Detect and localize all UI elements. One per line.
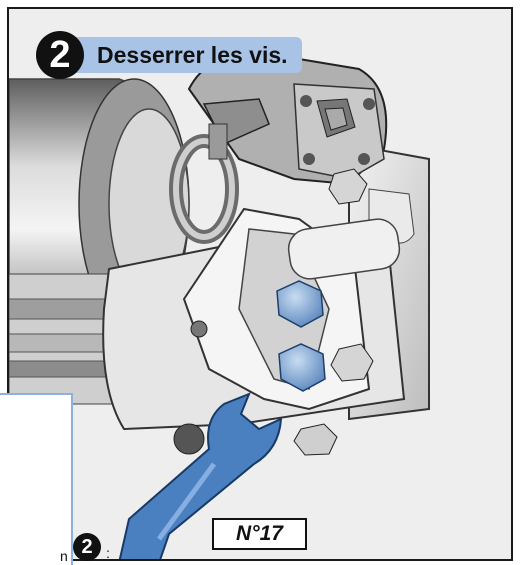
wrench-icon	[118, 392, 283, 559]
plate-nuts	[293, 168, 374, 456]
instruction-frame: Desserrer les vis. 2 N°17	[7, 7, 513, 561]
step-number-badge: 2	[36, 31, 84, 79]
side-note-step-badge: 2	[73, 533, 101, 561]
gearbox-head	[187, 52, 388, 186]
step-title: Desserrer les vis.	[67, 37, 302, 73]
blue-bolts	[276, 280, 326, 392]
side-note-panel	[0, 393, 73, 565]
side-note-colon: :	[106, 545, 110, 561]
wrench-size-label: N°17	[212, 518, 307, 550]
mechanism-illustration	[9, 52, 430, 559]
eye-bolt	[169, 123, 239, 244]
side-note-fragment: n	[60, 548, 68, 564]
